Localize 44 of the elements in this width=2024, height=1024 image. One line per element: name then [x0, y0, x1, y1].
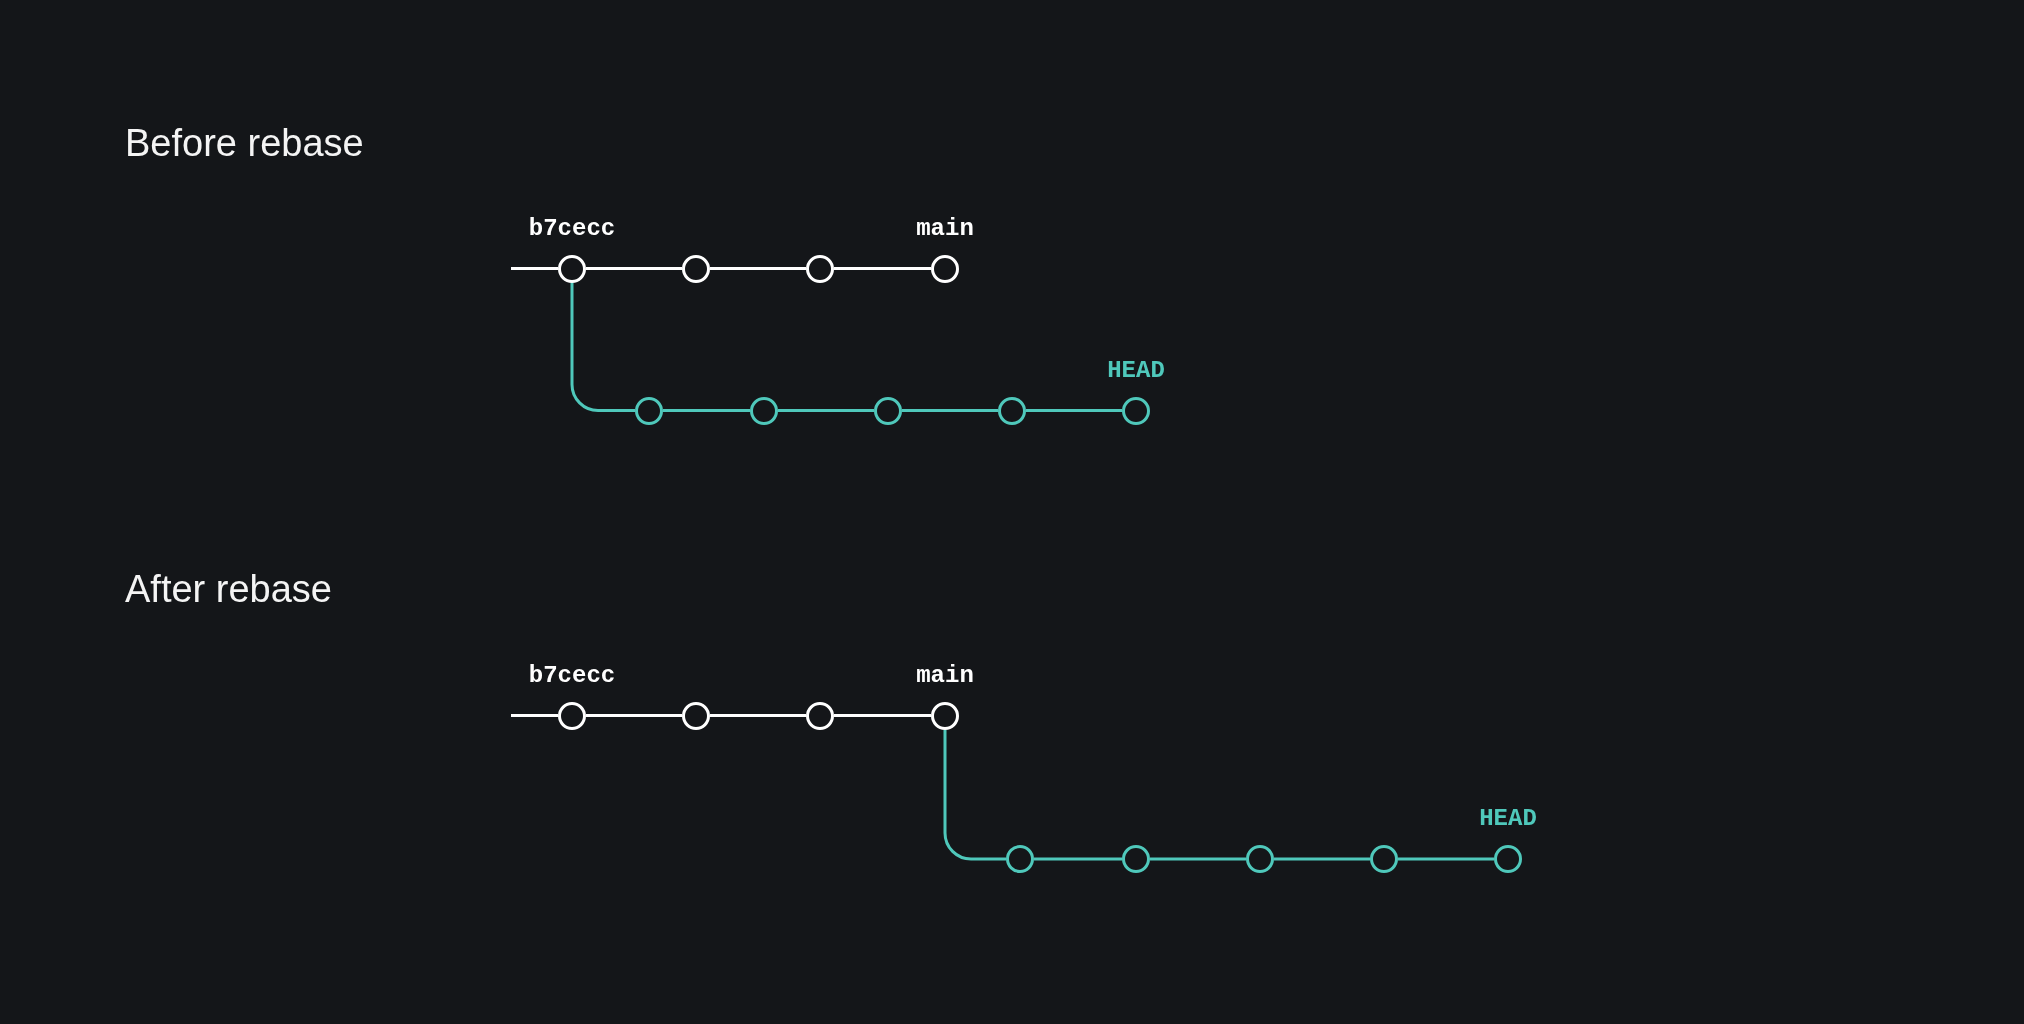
commit-circle: [874, 396, 902, 425]
connector-line: [586, 714, 682, 717]
commit-circle: [1122, 396, 1150, 425]
commit-label: main: [916, 661, 974, 691]
commit-circle: [750, 396, 778, 425]
commit-circle: [1370, 845, 1398, 873]
commit-circle: [1494, 845, 1522, 873]
commit-circle: [806, 701, 834, 730]
connector-line: [710, 267, 806, 270]
commit-circle: [806, 254, 834, 283]
commit-circle: [1006, 845, 1034, 873]
commit-circle: [931, 254, 959, 283]
connector-line: [1026, 409, 1122, 412]
commit-circle: [931, 701, 959, 730]
connector-line: [1274, 857, 1370, 861]
connector-line: [663, 409, 750, 412]
connector-line: [834, 714, 931, 717]
commit-label: HEAD: [1107, 356, 1165, 386]
commit-circle: [682, 701, 710, 730]
section-heading: Before rebase: [125, 121, 364, 166]
commit-circle: [998, 396, 1026, 425]
connector-line: [778, 409, 874, 412]
connector-line: [570, 282, 635, 412]
connector-line: [586, 267, 682, 270]
commit-circle: [1246, 845, 1274, 873]
commit-label: b7cecc: [528, 661, 616, 691]
commit-label: HEAD: [1479, 805, 1537, 834]
connector-line: [1398, 857, 1494, 861]
connector-line: [710, 714, 806, 717]
connector-line: [1150, 857, 1246, 861]
connector-line: [834, 267, 931, 270]
connector-line: [511, 267, 558, 270]
commit-label: b7cecc: [528, 214, 616, 244]
connector-line: [943, 729, 1006, 861]
commit-circle: [682, 254, 710, 283]
connector-line: [1034, 857, 1122, 861]
commit-circle: [558, 254, 586, 283]
commit-circle: [558, 701, 586, 730]
commit-circle: [1122, 845, 1150, 873]
commit-circle: [635, 396, 663, 425]
connector-line: [511, 714, 558, 717]
commit-label: main: [916, 214, 974, 244]
connector-line: [902, 409, 998, 412]
section-heading: After rebase: [125, 567, 332, 612]
